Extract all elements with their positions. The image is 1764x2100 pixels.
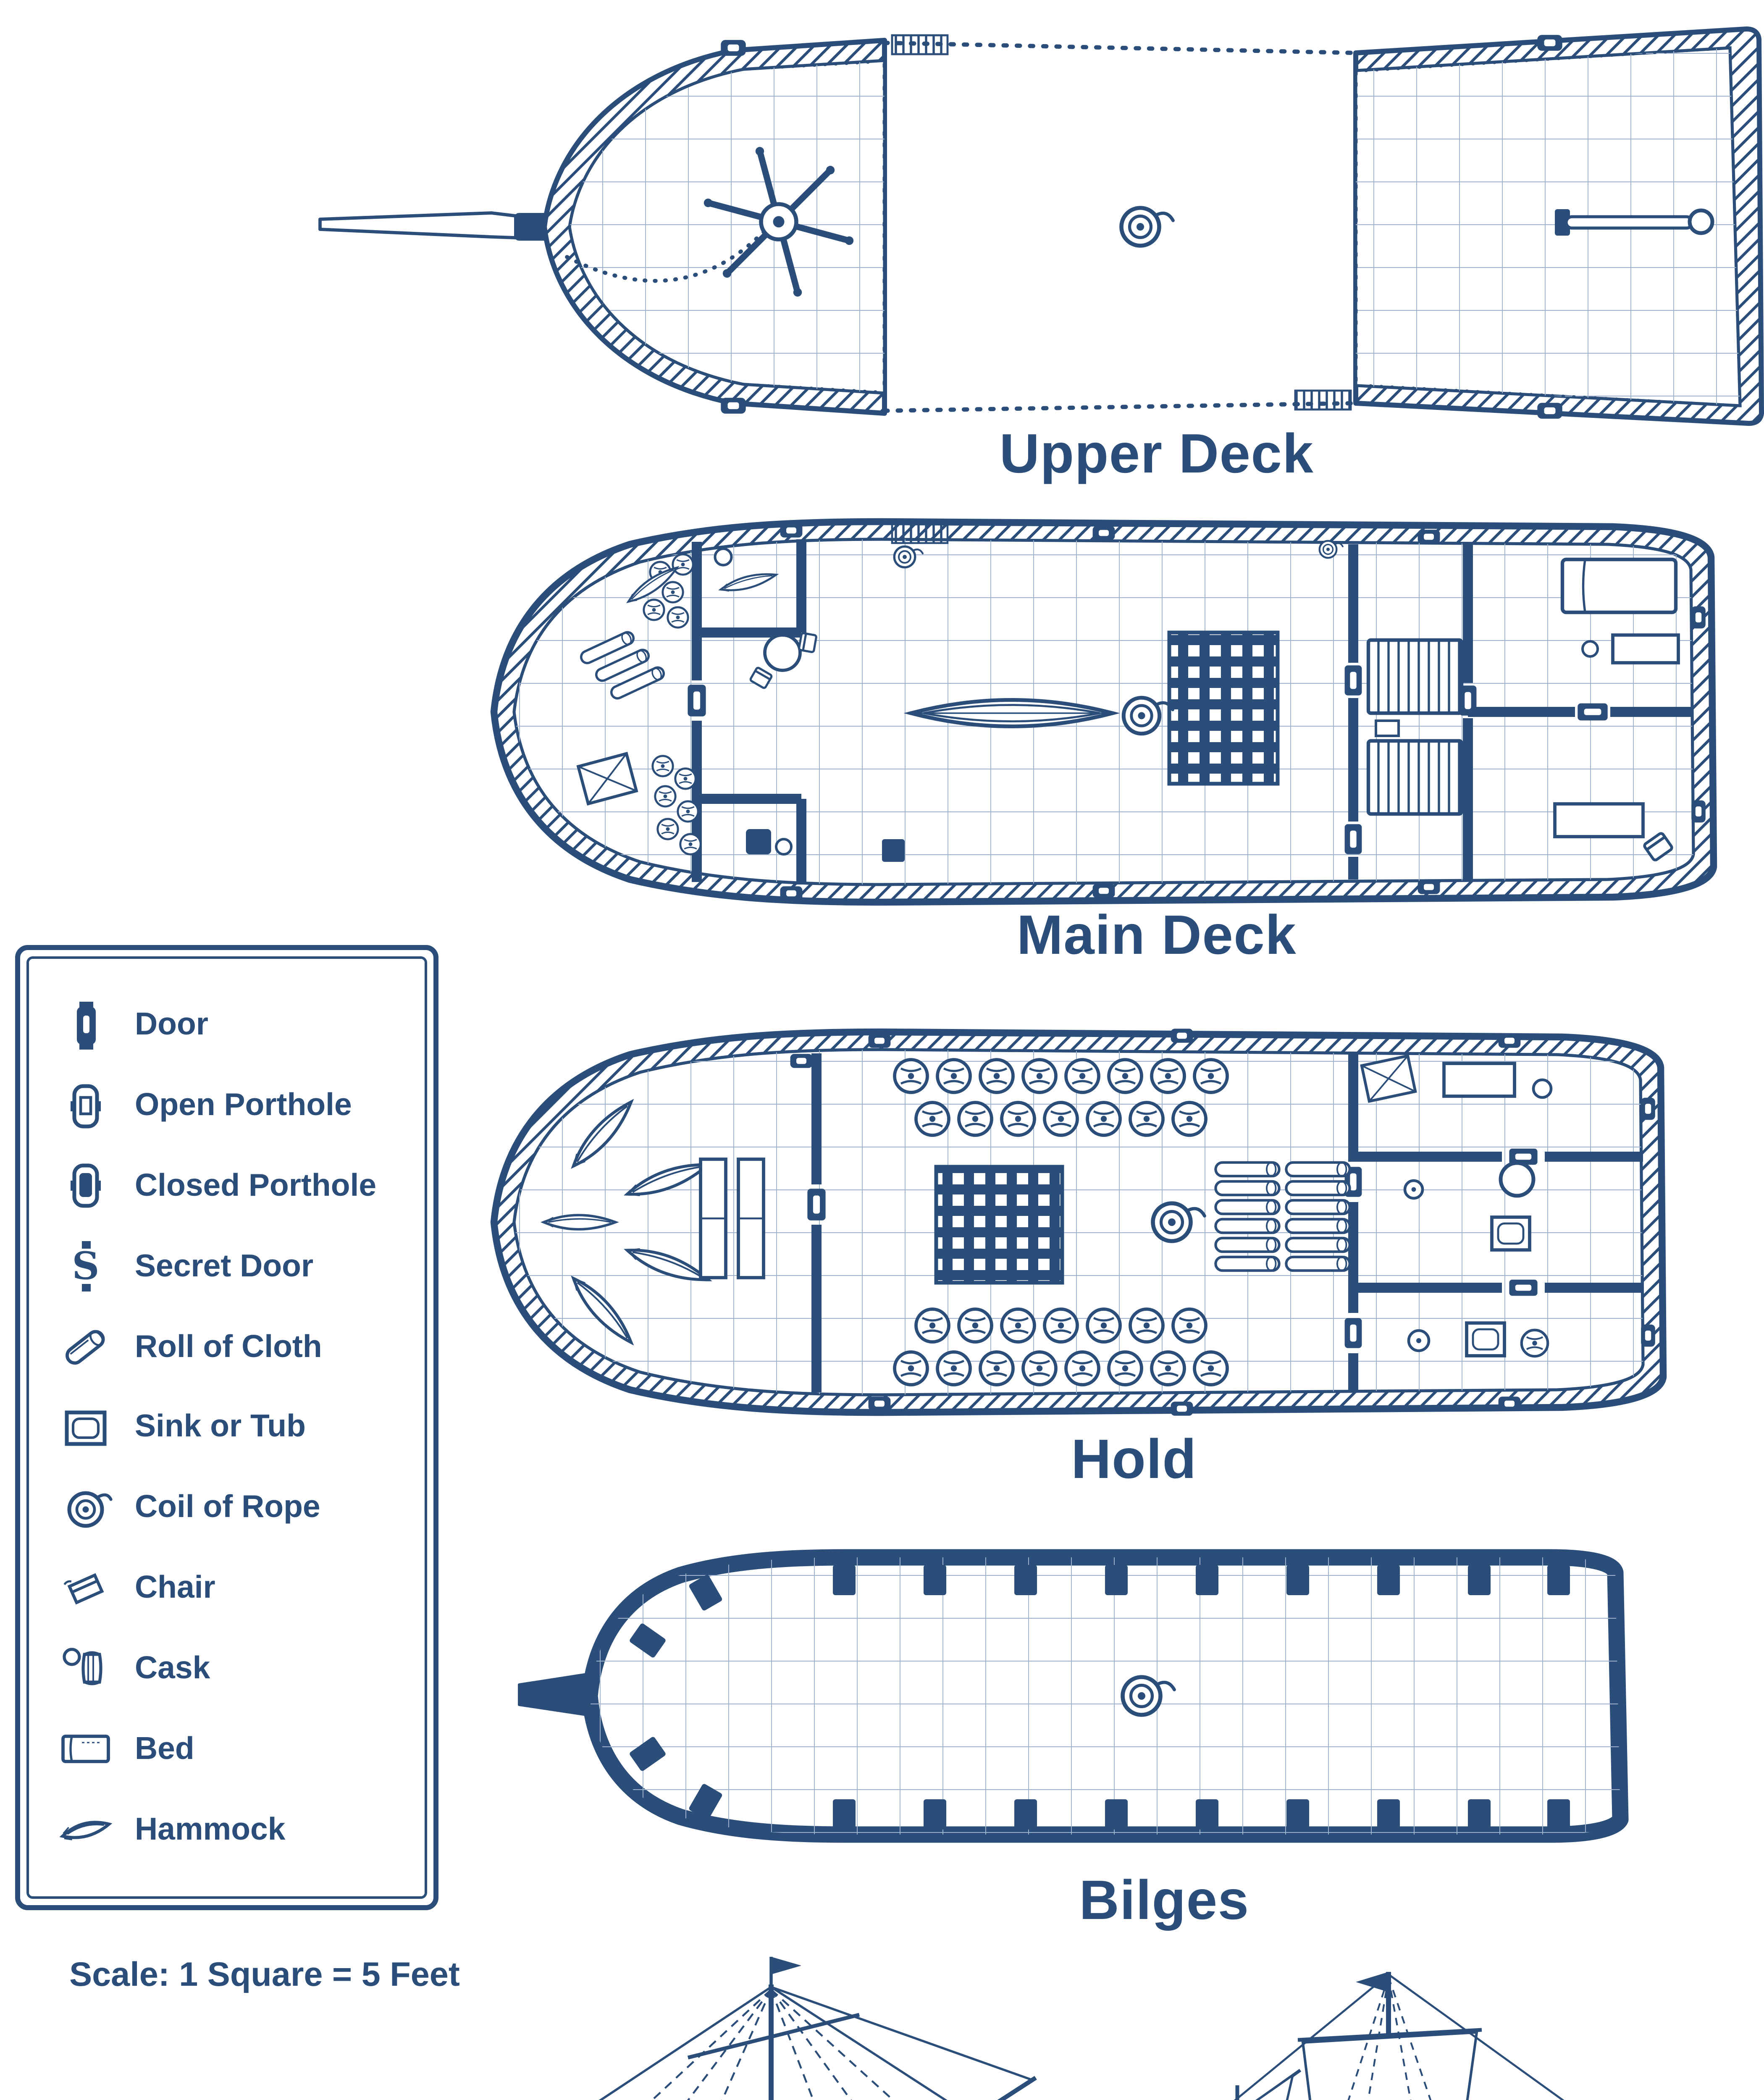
legend-label: Closed Porthole bbox=[135, 1168, 377, 1203]
forward-cabins bbox=[714, 547, 817, 856]
rope-coil bbox=[1121, 208, 1173, 246]
svg-text:S: S bbox=[72, 1244, 100, 1289]
round-table bbox=[763, 633, 802, 672]
desk bbox=[1553, 802, 1645, 838]
legend-item-open-porthole: Open Porthole bbox=[57, 1077, 417, 1135]
bed-icon bbox=[57, 1720, 115, 1778]
aft-deck bbox=[1353, 26, 1764, 426]
main-deck-plan bbox=[490, 518, 1717, 906]
open-waist bbox=[882, 34, 1358, 413]
hatch-cover bbox=[721, 40, 746, 56]
lateen-sail bbox=[1255, 2072, 1295, 2100]
forecastle-deck bbox=[542, 38, 887, 416]
hull-ribs bbox=[630, 1565, 1570, 1830]
hatch-cover bbox=[1537, 403, 1562, 419]
stern-cabins bbox=[1362, 1056, 1553, 1356]
yard bbox=[1297, 2028, 1482, 2042]
gangway-hatch bbox=[891, 34, 949, 55]
cargo-grate bbox=[1167, 630, 1280, 786]
legend-inner-frame: Door Open Porthole Closed Porthole S Sec… bbox=[26, 956, 427, 1899]
legend-label: Open Porthole bbox=[135, 1087, 352, 1123]
legend-item-door: Door bbox=[57, 996, 417, 1054]
stern-cabins bbox=[1553, 557, 1680, 861]
rigging-diagrams bbox=[598, 1957, 1564, 2100]
open-deck bbox=[882, 523, 1343, 862]
legend-label: Roll of Cloth bbox=[135, 1328, 322, 1364]
closed-porthole-icon bbox=[57, 1157, 115, 1215]
legend-label: Sink or Tub bbox=[135, 1409, 306, 1445]
legend-label: Secret Door bbox=[135, 1248, 314, 1284]
square-sail bbox=[1301, 2031, 1478, 2100]
cargo-grate bbox=[934, 1165, 1064, 1285]
legend-label: Chair bbox=[135, 1570, 215, 1606]
open-porthole-icon bbox=[57, 1077, 115, 1135]
stove bbox=[746, 829, 771, 854]
gangway-hatch bbox=[1294, 389, 1352, 411]
legend-item-coil-of-rope: Coil of Rope bbox=[57, 1479, 417, 1537]
chair-icon bbox=[57, 1559, 115, 1617]
interior-walls bbox=[811, 1053, 1643, 1392]
shroud-lines bbox=[651, 1989, 895, 2100]
legend-label: Coil of Rope bbox=[135, 1489, 320, 1525]
bilges-label: Bilges bbox=[1079, 1870, 1250, 1932]
legend-item-hammock: Hammock bbox=[57, 1801, 417, 1858]
hold-label: Hold bbox=[1071, 1429, 1197, 1491]
desk bbox=[1611, 633, 1680, 664]
legend-item-closed-porthole: Closed Porthole bbox=[57, 1157, 417, 1215]
bow-berthing bbox=[544, 1096, 765, 1348]
legend-label: Hammock bbox=[135, 1811, 286, 1847]
legend-label: Cask bbox=[135, 1650, 210, 1686]
legend-label: Door bbox=[135, 1007, 208, 1042]
interior-walls bbox=[692, 539, 1693, 885]
door-icon bbox=[57, 996, 115, 1054]
legend-panel: Door Open Porthole Closed Porthole S Sec… bbox=[15, 945, 438, 1910]
hatch-cover bbox=[1537, 35, 1562, 51]
desk bbox=[1442, 1062, 1516, 1098]
rigging-diagram-left bbox=[598, 1957, 1037, 2100]
roll-of-cloth-icon bbox=[57, 1318, 115, 1376]
yard bbox=[687, 2013, 860, 2060]
scale-note: Scale: 1 Square = 5 Feet bbox=[69, 1956, 460, 1993]
crew-berths bbox=[1366, 638, 1464, 816]
bilges-plan bbox=[518, 1549, 1629, 1843]
pennant-flag bbox=[1356, 1972, 1389, 1992]
upper-deck-plan bbox=[318, 26, 1764, 426]
rigging-diagram-right bbox=[1234, 1972, 1564, 2100]
coil-of-rope-icon bbox=[57, 1479, 115, 1537]
bowsprit bbox=[997, 2076, 1037, 2100]
hammock-icon bbox=[57, 1801, 115, 1858]
sink-or-tub-icon bbox=[57, 1399, 115, 1457]
hatch-cover bbox=[721, 398, 746, 414]
deck-hatch bbox=[882, 839, 905, 862]
legend-item-cask: Cask bbox=[57, 1640, 417, 1698]
legend-item-secret-door: S Secret Door bbox=[57, 1238, 417, 1296]
round-tub bbox=[1499, 1161, 1536, 1198]
capstan bbox=[704, 147, 854, 297]
tiller bbox=[1555, 208, 1714, 236]
main-deck-label: Main Deck bbox=[1016, 905, 1297, 966]
hold-plan bbox=[490, 1028, 1667, 1416]
bed bbox=[1560, 557, 1678, 614]
legend-item-bed: Bed bbox=[57, 1720, 417, 1778]
ships-boat bbox=[903, 698, 1120, 728]
cask-icon bbox=[57, 1640, 115, 1698]
anchor-chain bbox=[565, 230, 766, 283]
secret-door-icon: S bbox=[57, 1238, 115, 1296]
legend-item-roll-of-cloth: Roll of Cloth bbox=[57, 1318, 417, 1376]
bowsprit bbox=[318, 211, 566, 241]
legend-item-sink-or-tub: Sink or Tub bbox=[57, 1399, 417, 1457]
legend-item-chair: Chair bbox=[57, 1559, 417, 1617]
legend-label: Bed bbox=[135, 1731, 194, 1767]
pennant-flag bbox=[771, 1957, 801, 1974]
upper-deck-label: Upper Deck bbox=[999, 423, 1314, 485]
